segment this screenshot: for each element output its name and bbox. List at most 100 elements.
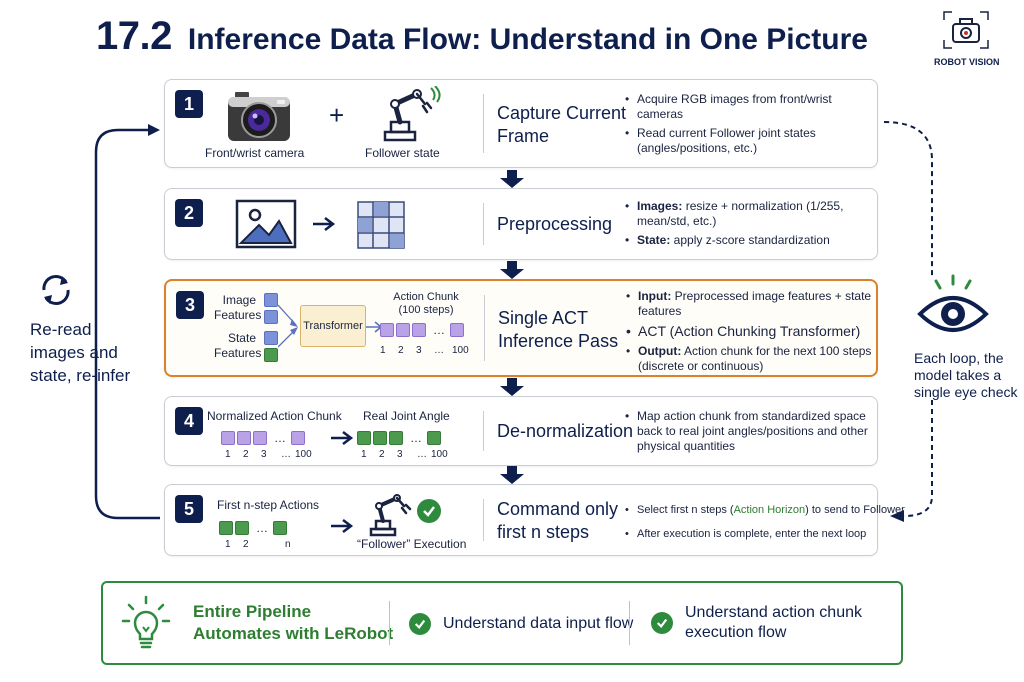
eye-loop-arrowhead — [890, 510, 904, 522]
feature-square — [264, 293, 278, 307]
feature-square — [264, 310, 278, 324]
logo-label: ROBOT VISION — [934, 57, 1000, 67]
arrow-right-icon — [331, 519, 354, 533]
eye-check-text: Each loop, the model takes a single eye … — [914, 350, 1018, 400]
robot-vision-logo: ROBOT VISION — [934, 10, 1000, 67]
first-n-squares: … — [219, 519, 289, 537]
normalized-chunk-squares: … — [221, 429, 307, 447]
camera-label: Front/wrist camera — [205, 146, 305, 160]
step-2-name: Preprocessing — [497, 214, 613, 234]
check-icon — [417, 499, 441, 523]
joint-square — [389, 430, 403, 445]
bullet: Select first n steps (Action Horizon) to… — [623, 503, 905, 518]
first-n-step-title: First n-step Actions — [217, 498, 320, 512]
action-square — [273, 520, 287, 535]
transformer-block: Transformer — [300, 305, 366, 347]
lightbulb-icon — [121, 595, 171, 649]
step-3-badge: 3 — [176, 291, 204, 319]
step-2-card: 2 Preprocessing Images: resize + normali… — [164, 188, 878, 260]
step-3-card: 3 Image Features State Features Transfor… — [164, 279, 878, 377]
step-2-badge: 2 — [175, 199, 203, 227]
chunk-square — [221, 430, 235, 445]
ellipsis: … — [256, 520, 268, 535]
summary-panel: Entire Pipeline Automates with LeRobot U… — [101, 581, 903, 665]
step-4-name: De-normalization — [497, 421, 634, 441]
state-features-label: State Features — [214, 331, 262, 360]
state-feature-squares — [264, 331, 278, 362]
action-chunk-squares: … — [380, 321, 466, 339]
feature-arrows — [278, 304, 298, 348]
step-4-badge: 4 — [175, 407, 203, 435]
grid-icon — [357, 201, 405, 249]
real-joint-angle-title: Real Joint Angle — [363, 409, 450, 423]
chunk-square — [253, 430, 267, 445]
ellipsis: … — [410, 430, 422, 445]
section-number: 17.2 — [96, 14, 172, 58]
real-joint-squares: … — [357, 429, 443, 447]
joint-square — [373, 430, 387, 445]
check-icon — [651, 612, 673, 634]
step-1-badge: 1 — [175, 90, 203, 118]
page-title: 17.2 Inference Data Flow: Understand in … — [96, 14, 868, 66]
pipeline-text: Entire Pipeline Automates with LeRobot — [193, 602, 394, 643]
step-5-name: Command only first n steps — [497, 499, 619, 542]
bullet: Images: resize + normalization (1/255, m… — [623, 199, 873, 229]
robot-arm-icon — [383, 86, 441, 142]
step-2-separator — [483, 203, 484, 245]
title-text: Inference Data Flow: Understand in One P… — [187, 23, 868, 56]
action-square — [219, 520, 233, 535]
bullet: Input: Preprocessed image features + sta… — [624, 289, 872, 319]
step-1-separator — [483, 94, 484, 153]
footer-separator — [389, 601, 390, 645]
chunk-square — [237, 430, 251, 445]
image-icon — [235, 199, 297, 249]
step-5-separator — [483, 499, 484, 541]
arrow-right-icon — [313, 217, 336, 231]
feature-square — [264, 331, 278, 345]
step-3-name: Single ACT Inference Pass — [498, 308, 619, 351]
input-flow-item: Understand data input flow — [409, 613, 633, 635]
check-icon — [409, 613, 431, 635]
step-5-bullets: Select first n steps (Action Horizon) to… — [623, 503, 905, 546]
follower-execution-label: “Follower” Execution — [357, 537, 467, 551]
action-square — [235, 520, 249, 535]
bullet: Output: Action chunk for the next 100 st… — [624, 344, 872, 374]
chunk-square — [412, 322, 426, 337]
robot-arm-icon — [369, 494, 412, 537]
step-2-bullets: Images: resize + normalization (1/255, m… — [623, 199, 873, 252]
step-5-badge: 5 — [175, 495, 203, 523]
bullet: ACT (Action Chunking Transformer) — [624, 323, 872, 340]
step-1-card: 1 Front/wrist camera + Follower state Ca… — [164, 79, 878, 168]
down-arrow-3 — [500, 378, 524, 396]
normalized-chunk-title: Normalized Action Chunk — [207, 409, 342, 423]
loop-back-arrowhead — [148, 124, 160, 136]
arrow-right-icon — [331, 431, 354, 445]
down-arrow-1 — [500, 170, 524, 188]
bullet: Read current Follower joint states (angl… — [623, 126, 873, 156]
ellipsis: … — [433, 322, 445, 337]
step-3-bullets: Input: Preprocessed image features + sta… — [624, 289, 872, 378]
plus-sign: + — [329, 100, 345, 130]
chunk-square — [450, 322, 464, 337]
bullet: After execution is complete, enter the n… — [623, 527, 873, 542]
down-arrow-2 — [500, 261, 524, 279]
joint-square — [357, 430, 371, 445]
step-1-bullets: Acquire RGB images from front/wrist came… — [623, 92, 873, 160]
ellipsis: … — [274, 430, 286, 445]
bullet: State: apply z-score standardization — [623, 233, 873, 248]
image-features-label: Image Features — [214, 293, 262, 322]
bullet: Acquire RGB images from front/wrist came… — [623, 92, 873, 122]
step-4-separator — [483, 411, 484, 451]
down-arrow-4 — [500, 466, 524, 484]
camera-icon — [228, 92, 290, 141]
feature-square — [264, 348, 278, 362]
refresh-icon — [42, 275, 70, 305]
